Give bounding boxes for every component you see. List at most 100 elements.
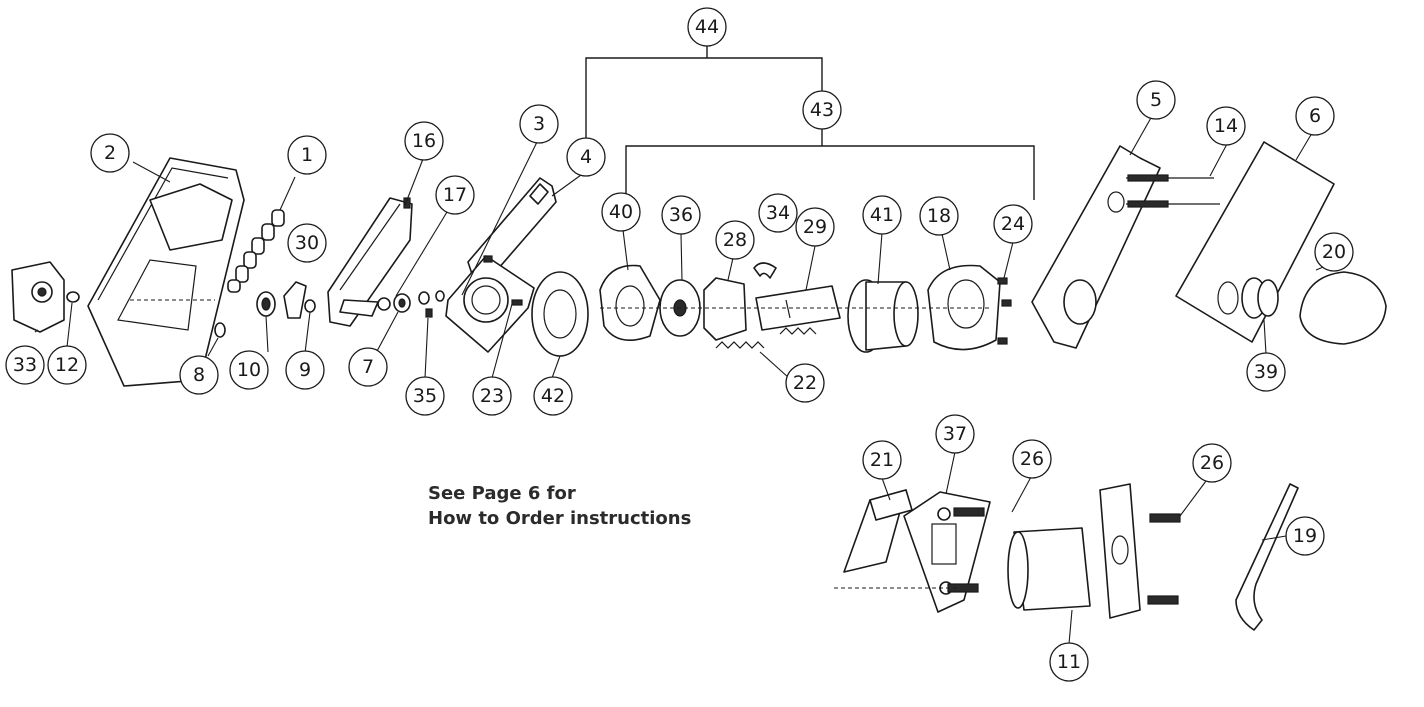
part-8-clip xyxy=(214,322,226,338)
leader-lines xyxy=(34,115,1351,645)
callout-19: 19 xyxy=(1285,516,1325,556)
svg-text:19: 19 xyxy=(1293,525,1317,547)
part-20-knob xyxy=(1299,271,1387,345)
svg-text:35: 35 xyxy=(413,385,437,407)
callout-20: 20 xyxy=(1314,232,1354,272)
callout-29: 29 xyxy=(795,207,835,247)
svg-text:39: 39 xyxy=(1254,361,1278,383)
callout-22: 22 xyxy=(785,363,825,403)
svg-text:7: 7 xyxy=(362,356,374,378)
part-39-insert xyxy=(1241,277,1279,319)
svg-text:4: 4 xyxy=(580,146,592,168)
part-40-cam xyxy=(599,264,661,342)
part-11-latch xyxy=(1007,483,1141,619)
callout-41: 41 xyxy=(862,195,902,235)
part-14-bolts xyxy=(1126,174,1220,208)
part-30-plate xyxy=(283,281,307,319)
svg-text:33: 33 xyxy=(13,354,37,376)
part-3-mounting-plate xyxy=(445,255,535,353)
svg-text:23: 23 xyxy=(480,385,504,407)
part-9-washer xyxy=(304,299,316,313)
svg-text:34: 34 xyxy=(766,202,790,224)
part-5-plate xyxy=(1031,145,1161,349)
callout-26-right: 26 xyxy=(1192,443,1232,483)
svg-text:42: 42 xyxy=(541,385,565,407)
callout-40: 40 xyxy=(601,192,641,232)
svg-text:18: 18 xyxy=(927,205,951,227)
callout-36: 36 xyxy=(661,195,701,235)
callout-34: 34 xyxy=(758,193,798,233)
callout-37: 37 xyxy=(935,414,975,454)
svg-text:26: 26 xyxy=(1200,452,1224,474)
svg-text:10: 10 xyxy=(237,359,261,381)
part-12-ring xyxy=(66,291,80,303)
part-41-cylinder xyxy=(847,279,919,353)
callout-17: 17 xyxy=(435,175,475,215)
callout-21: 21 xyxy=(862,440,902,480)
callout-2: 2 xyxy=(90,133,130,173)
svg-text:20: 20 xyxy=(1322,241,1346,263)
svg-text:36: 36 xyxy=(669,204,693,226)
callout-3: 3 xyxy=(519,104,559,144)
part-26-screws-right xyxy=(1147,513,1181,605)
callout-28: 28 xyxy=(715,220,755,260)
callout-23: 23 xyxy=(472,376,512,416)
callout-8: 8 xyxy=(179,355,219,395)
part-10-bushing xyxy=(256,291,276,317)
part-6-plate xyxy=(1175,141,1335,343)
svg-text:21: 21 xyxy=(870,449,894,471)
callout-35: 35 xyxy=(405,376,445,416)
svg-text:29: 29 xyxy=(803,216,827,238)
svg-text:6: 6 xyxy=(1309,105,1321,127)
callout-7: 7 xyxy=(348,347,388,387)
svg-text:41: 41 xyxy=(870,204,894,226)
part-7-nut xyxy=(393,293,411,313)
callout-18: 18 xyxy=(919,196,959,236)
part-2-housing xyxy=(87,157,245,387)
svg-text:16: 16 xyxy=(412,130,436,152)
svg-text:24: 24 xyxy=(1001,213,1025,235)
callout-42: 42 xyxy=(533,376,573,416)
svg-text:11: 11 xyxy=(1057,651,1081,673)
callout-4: 4 xyxy=(566,137,606,177)
callout-16: 16 xyxy=(404,121,444,161)
callout-33: 33 xyxy=(5,345,45,385)
part-42-rose xyxy=(531,271,589,357)
part-35-screws xyxy=(418,290,445,318)
callout-11: 11 xyxy=(1049,642,1089,682)
callout-10: 10 xyxy=(229,350,269,390)
callout-43: 43 xyxy=(802,90,842,130)
part-21-strike-box xyxy=(843,489,913,573)
svg-text:17: 17 xyxy=(443,184,467,206)
part-28-spindle-cam xyxy=(703,277,747,341)
part-1-pins xyxy=(227,209,285,293)
svg-text:5: 5 xyxy=(1150,89,1162,111)
svg-text:9: 9 xyxy=(299,359,311,381)
part-19-tool xyxy=(1235,483,1299,631)
svg-text:2: 2 xyxy=(104,142,116,164)
callout-24: 24 xyxy=(993,204,1033,244)
order-instructions-note: See Page 6 for How to Order instructions xyxy=(428,481,691,531)
svg-text:43: 43 xyxy=(810,99,834,121)
callout-14: 14 xyxy=(1206,106,1246,146)
part-17-washer xyxy=(377,297,391,311)
svg-text:44: 44 xyxy=(695,16,719,38)
callout-9: 9 xyxy=(285,350,325,390)
order-note-line-1: See Page 6 for xyxy=(428,483,576,504)
callout-12: 12 xyxy=(47,345,87,385)
svg-text:26: 26 xyxy=(1020,448,1044,470)
svg-text:28: 28 xyxy=(723,229,747,251)
callout-1: 1 xyxy=(287,135,327,175)
svg-text:12: 12 xyxy=(55,354,79,376)
order-note-line-2: How to Order instructions xyxy=(428,508,692,529)
svg-text:14: 14 xyxy=(1214,115,1238,137)
svg-text:37: 37 xyxy=(943,423,967,445)
svg-text:40: 40 xyxy=(609,201,633,223)
callout-6: 6 xyxy=(1295,96,1335,136)
svg-text:8: 8 xyxy=(193,364,205,386)
part-22-springs xyxy=(715,327,817,349)
assembly-bracket-43 xyxy=(625,128,1035,200)
svg-text:3: 3 xyxy=(533,113,545,135)
callout-44: 44 xyxy=(687,7,727,47)
